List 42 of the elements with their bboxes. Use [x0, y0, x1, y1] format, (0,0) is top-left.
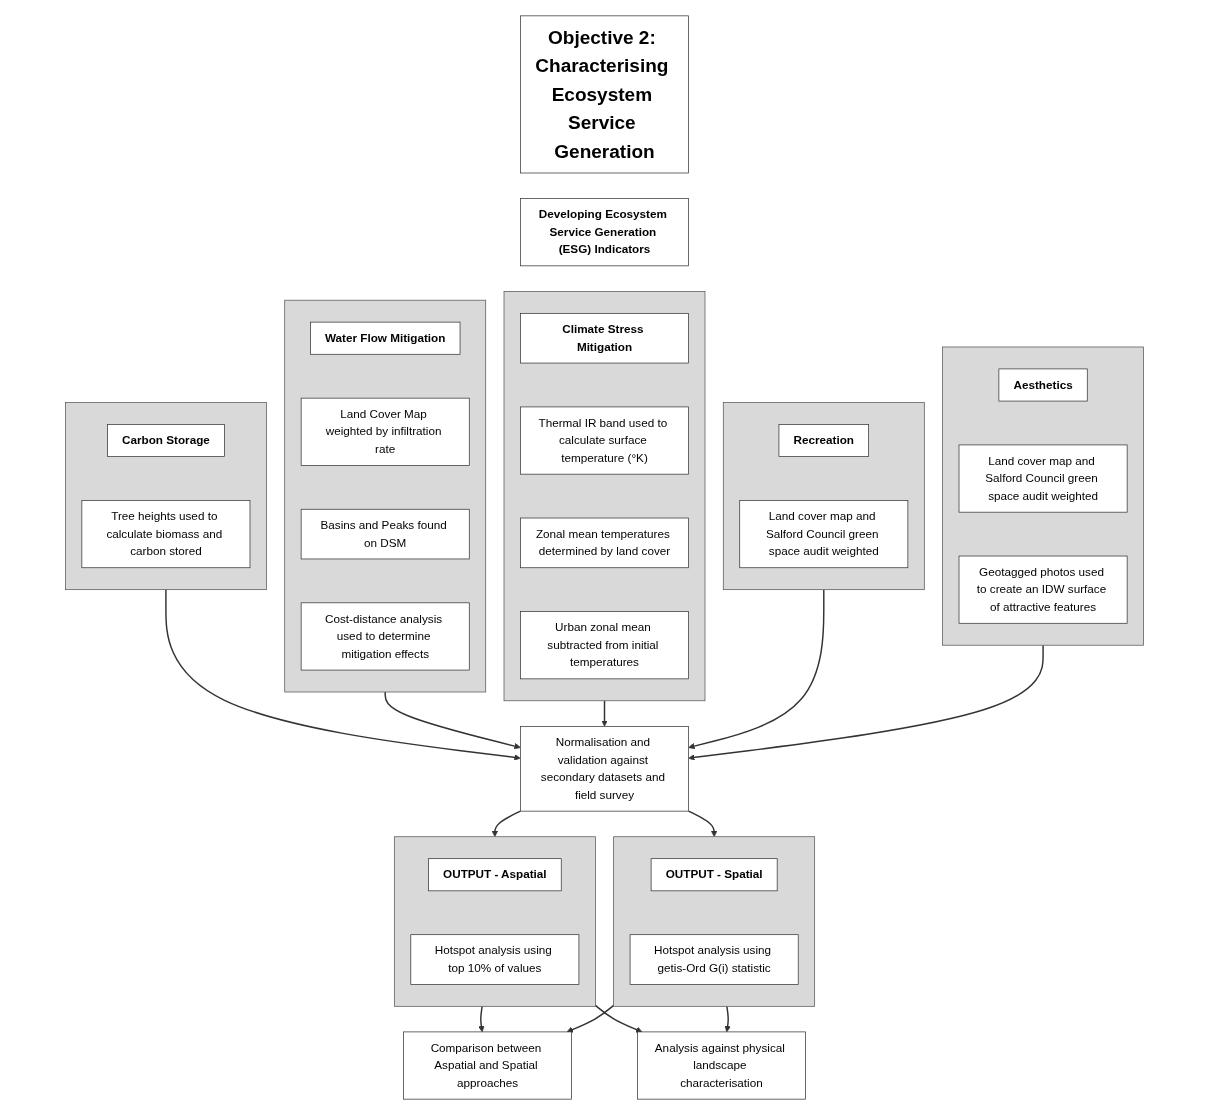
cluster	[284, 299, 487, 693]
node-box: Hotspot analysis using getis-Ord G(i) statistic	[629, 934, 799, 985]
node-box: Objective 2: Characterising Ecosystem Service Generation	[520, 15, 689, 174]
arrow	[594, 1004, 643, 1033]
node-box: Developing Ecosystem Service Generation (ESG) Indicators	[520, 198, 689, 267]
node-box: Urban zonal mean subtracted from initial temperatures	[520, 611, 689, 680]
arrow	[165, 588, 521, 761]
cluster	[65, 402, 267, 591]
cluster	[722, 402, 925, 591]
node-box: Climate Stress Mitigation	[520, 313, 689, 364]
cluster	[393, 836, 596, 1007]
node-box: OUTPUT - Aspatial	[428, 858, 562, 892]
node-box: Land Cover Map weighted by infiltration rate	[300, 397, 470, 466]
cluster	[942, 346, 1144, 646]
node-box: Aesthetics	[998, 368, 1088, 402]
arrow	[688, 588, 825, 750]
node-box: Water Flow Mitigation	[310, 321, 461, 355]
node-box: Geotagged photos used to create an IDW surface of attractive features	[958, 555, 1128, 624]
node-box: Land cover map and Salford Council green space audit weighted	[958, 444, 1128, 513]
node-box: Land cover map and Salford Council green space audit weighted	[739, 500, 909, 569]
arrow	[688, 644, 1044, 761]
arrow	[384, 691, 521, 750]
arrow	[566, 1004, 615, 1033]
node-box: Zonal mean temperatures determined by land cover	[520, 517, 689, 569]
node-box: Carbon Storage	[107, 424, 225, 457]
arrow	[724, 1005, 731, 1033]
node-box: Normalisation and validation against secondary datasets and field survey	[520, 726, 689, 812]
node-box: OUTPUT - Spatial	[650, 858, 778, 892]
arrow	[601, 700, 608, 727]
node-box: Recreation	[778, 424, 869, 457]
node-box: Comparison between Aspatial and Spatial approaches	[403, 1031, 572, 1100]
node-box: Cost-distance analysis used to determine mitigation effects	[300, 602, 470, 671]
node-box: Thermal IR band used to calculate surface temperature (°K)	[520, 406, 689, 475]
arrow	[478, 1005, 485, 1033]
cluster	[503, 291, 706, 702]
node-box: Analysis against physical landscape characterisation	[637, 1031, 806, 1100]
arrow	[491, 810, 522, 837]
node-box: Hotspot analysis using top 10% of values	[410, 934, 580, 985]
cluster	[613, 836, 816, 1007]
arrow	[687, 810, 718, 837]
node-box: Basins and Peaks found on DSM	[300, 508, 470, 560]
node-box: Tree heights used to calculate biomass and carbon stored	[81, 500, 251, 569]
